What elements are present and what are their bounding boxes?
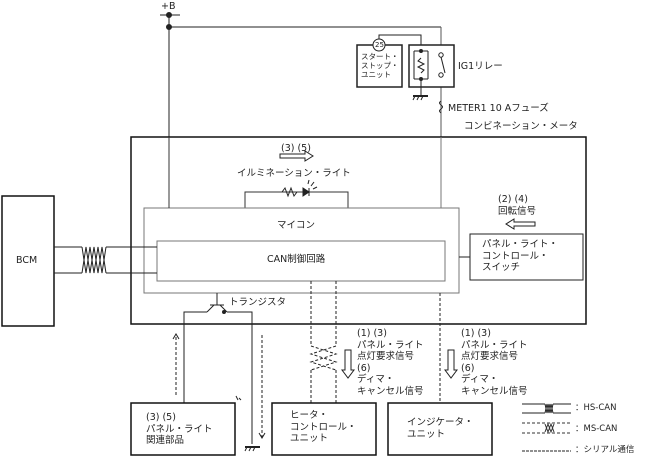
led-icon	[302, 179, 318, 197]
transistor-icon	[183, 293, 253, 444]
rotation-signal-arrow-icon	[505, 218, 536, 230]
can-circuit-box	[156, 240, 446, 282]
fuse-label: METER1 10 Aフューズ	[448, 103, 549, 114]
light-icon	[235, 395, 242, 401]
relay-label: IG1リレー	[458, 61, 503, 72]
illumination-label: イルミネーション・ライト	[237, 168, 351, 179]
ground-icon	[412, 95, 428, 101]
legend-ms-can-icon	[522, 422, 571, 434]
heater-unit-box	[271, 402, 377, 456]
hs-can-twisted-pair	[54, 246, 157, 274]
ms-can-twisted-pair	[309, 281, 338, 403]
legend-hs-can-icon	[522, 403, 571, 414]
legend-serial-label: ：シリアル通信	[575, 445, 635, 455]
fuse-icon	[439, 100, 443, 114]
rotation-signal-numbers: (2) (4)	[498, 194, 528, 205]
relay-coil-icon	[416, 57, 426, 74]
signal-arrow-down-1	[341, 349, 355, 379]
signal-group-2: (1) (3) パネル・ライト 点灯要求信号 (6) ディマ・ キャンセル信号	[461, 328, 528, 397]
battery-label: +B	[161, 1, 176, 12]
panel-parts-label: (3) (5) パネル・ライト 関連部品	[146, 412, 213, 446]
legend-ms-can-label: ：MS-CAN	[575, 424, 618, 434]
start-stop-unit-label: スタート・ ストップ・ ユニット	[361, 52, 399, 79]
resistor-icon	[281, 186, 298, 198]
microcontroller-label: マイコン	[277, 220, 316, 231]
combination-meter-title: コンビネーション・メータ	[464, 121, 578, 132]
connector-number: 25	[375, 41, 384, 49]
panel-parts-box	[130, 402, 236, 456]
panel-light-switch-label: パネル・ライト・ コントロール・ スイッチ	[482, 239, 559, 273]
microcontroller-box	[143, 207, 460, 294]
transistor-label: トランジスタ	[229, 297, 287, 308]
combination-meter-box	[130, 136, 587, 325]
panel-light-switch-box	[469, 233, 584, 281]
rotation-signal-label: 回転信号	[498, 206, 537, 217]
can-circuit-label: CAN制御回路	[267, 254, 326, 265]
illumination-arrow-icon	[279, 150, 314, 162]
ig1-relay	[408, 44, 455, 101]
indicator-unit-label: インジケータ・ ユニット	[407, 417, 474, 440]
indicator-unit-box	[387, 402, 493, 456]
signal-group-1: (1) (3) パネル・ライト 点灯要求信号 (6) ディマ・ キャンセル信号	[357, 328, 424, 397]
signal-arrow-down-2	[444, 349, 458, 379]
legend-hs-can-label: ：HS-CAN	[575, 403, 617, 413]
bcm-label: BCM	[16, 255, 38, 266]
bcm-box	[1, 195, 55, 327]
heater-unit-label: ヒータ・ コントロール・ ユニット	[290, 410, 357, 444]
ground-icon	[244, 446, 260, 452]
illumination-signals: (3) (5)	[281, 143, 311, 154]
